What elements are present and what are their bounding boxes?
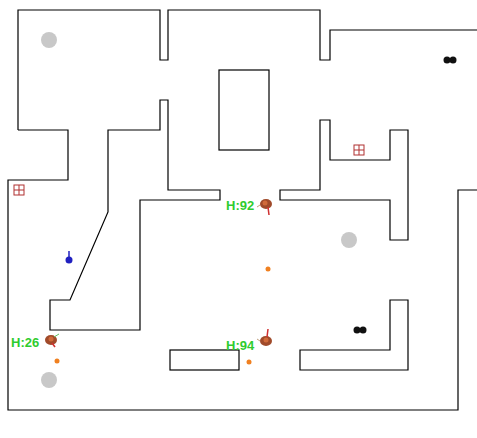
spawn-circle [41, 372, 57, 388]
ammo-pickups [354, 57, 457, 334]
wall [280, 120, 408, 240]
wall [8, 130, 477, 410]
enemy-bots [45, 199, 272, 347]
bullets [55, 267, 271, 365]
wall-block [170, 350, 239, 370]
health-label: H:94 [226, 338, 254, 353]
medkits [14, 145, 364, 195]
ammo-dot [450, 57, 457, 64]
wall [300, 300, 408, 370]
medkit-icon [14, 185, 24, 195]
spawn-circle [341, 232, 357, 248]
ammo-dot [360, 327, 367, 334]
bullet [247, 360, 252, 365]
ammo-dot [444, 57, 451, 64]
medkit-icon [354, 145, 364, 155]
maze-walls [8, 10, 477, 410]
ammo-dot [354, 327, 361, 334]
wall [50, 100, 220, 330]
bullet [55, 359, 60, 364]
enemy-sprite [257, 329, 272, 346]
health-label: H:26 [11, 335, 39, 350]
spawn-circle [41, 32, 57, 48]
health-label: H:92 [226, 198, 254, 213]
wall-block [219, 70, 269, 150]
player [66, 251, 73, 264]
bullet [266, 267, 271, 272]
enemy-sprite [257, 199, 272, 215]
enemy-sprite [45, 334, 59, 347]
spawn-points [41, 32, 357, 388]
